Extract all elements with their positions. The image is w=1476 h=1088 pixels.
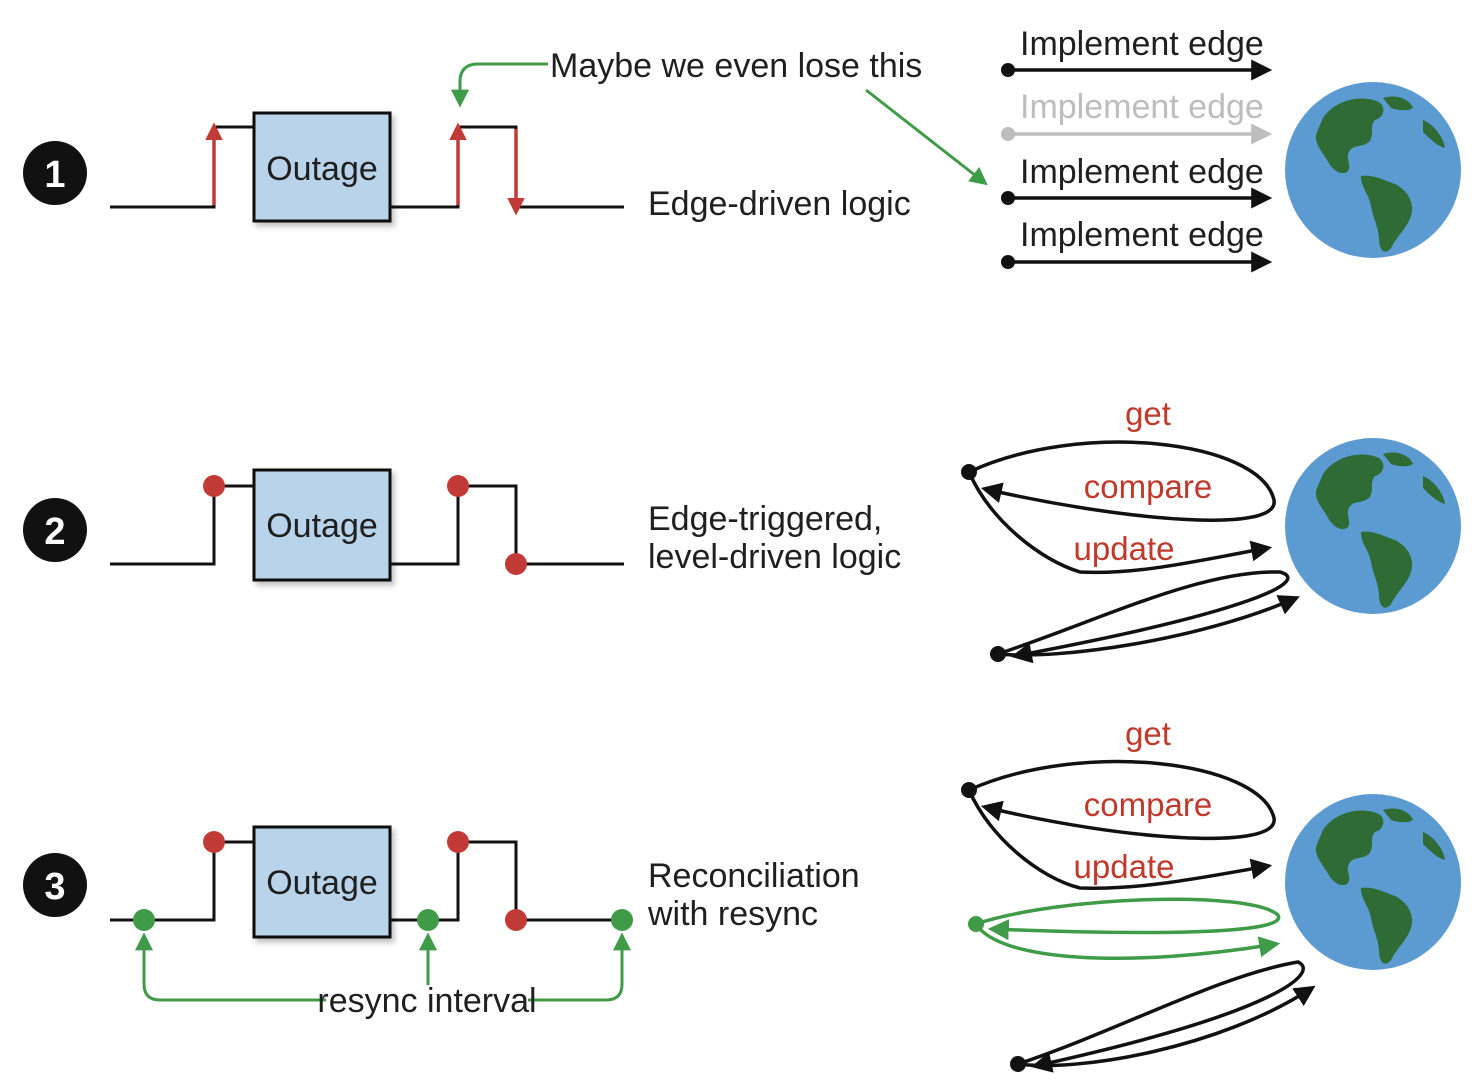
badge-3: 3	[23, 853, 87, 917]
signal-line-3	[110, 831, 633, 931]
outage-box-3: Outage	[252, 825, 392, 939]
svg-text:Implement edge: Implement edge	[1020, 216, 1264, 254]
svg-text:2: 2	[44, 511, 65, 553]
svg-text:Implement edge: Implement edge	[1020, 88, 1264, 126]
row-1-label: Edge-driven logic	[648, 185, 911, 223]
row-3-label-line2: with resync	[647, 895, 818, 933]
signal-line-2	[110, 475, 624, 575]
row-2-label-line2: level-driven logic	[648, 538, 901, 576]
outage-box-1: Outage	[252, 111, 392, 223]
edge-arrow-1: Implement edge	[1001, 25, 1273, 81]
callout: Maybe we even lose this	[451, 47, 988, 186]
compare-label-3: compare	[1084, 786, 1212, 823]
row-3: 3 Outage Reconciliation with resync resy…	[23, 715, 1461, 1073]
edge-arrow-4: Implement edge	[1001, 216, 1273, 273]
globe-icon	[1285, 438, 1461, 614]
get-label-3: get	[1125, 715, 1171, 752]
signal-line-1	[110, 122, 624, 216]
svg-text:Outage: Outage	[266, 864, 378, 902]
row-2: 2 Outage Edge-triggered, level-driven lo…	[23, 395, 1461, 664]
get-label-2: get	[1125, 395, 1171, 432]
callout-text: Maybe we even lose this	[550, 47, 922, 85]
svg-text:3: 3	[44, 866, 65, 908]
row-2-label-line1: Edge-triggered,	[648, 500, 882, 538]
svg-text:1: 1	[44, 154, 65, 196]
badge-1: 1	[23, 141, 87, 205]
svg-text:Implement edge: Implement edge	[1020, 153, 1264, 191]
reconcile-loops-2: get compare update	[961, 395, 1300, 664]
outage-box-2: Outage	[252, 468, 392, 582]
row-3-label-line1: Reconciliation	[648, 857, 860, 895]
implement-edges: Implement edge Implement edge Implement …	[1001, 25, 1273, 273]
update-label-3: update	[1074, 848, 1175, 885]
row-1: 1 Outage Edge-driven logic Maybe we even…	[23, 25, 1461, 273]
reconcile-loops-3: get compare update	[961, 715, 1316, 1073]
globe-icon	[1285, 794, 1461, 970]
edge-arrow-2-lost: Implement edge	[1001, 88, 1273, 145]
compare-label-2: compare	[1084, 468, 1212, 505]
svg-text:Outage: Outage	[266, 507, 378, 545]
edge-arrow-3: Implement edge	[1001, 153, 1273, 209]
resync-interval-label: resync interval	[317, 982, 536, 1020]
resync-interval-bracket: resync interval	[135, 932, 631, 1020]
svg-text:Outage: Outage	[266, 150, 378, 188]
badge-2: 2	[23, 498, 87, 562]
globe-icon	[1285, 82, 1461, 258]
svg-text:Implement edge: Implement edge	[1020, 25, 1264, 63]
update-label-2: update	[1074, 530, 1175, 567]
